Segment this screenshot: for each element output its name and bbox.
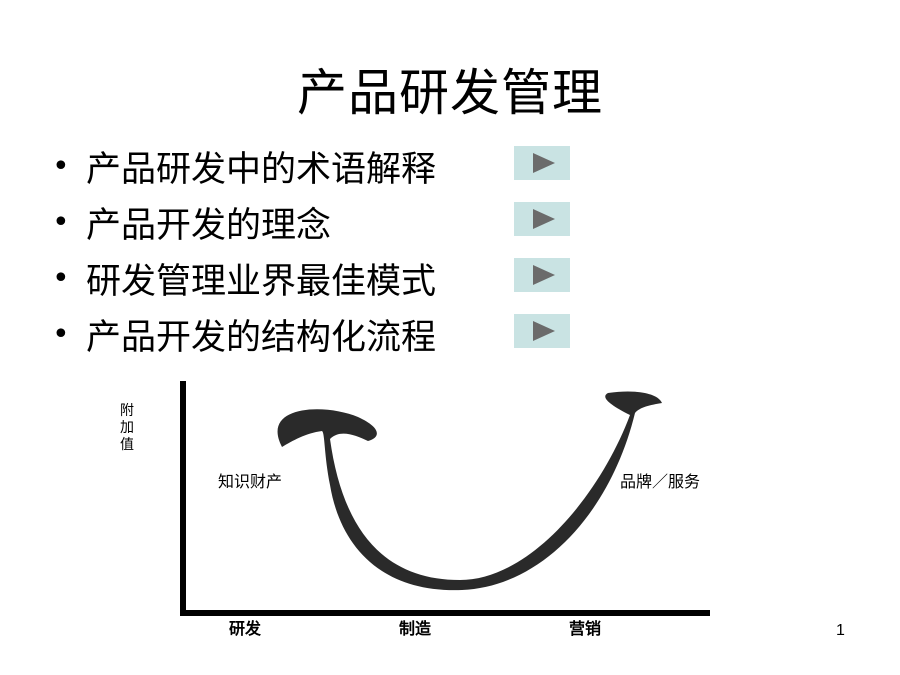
bullet-text: 产品开发的理念 <box>86 205 332 246</box>
play-icon <box>533 265 555 285</box>
x-label-manufacturing: 制造 <box>399 619 432 638</box>
left-label: 知识财产 <box>218 472 282 491</box>
bullet-text: 产品开发的结构化流程 <box>86 317 437 358</box>
play-button[interactable] <box>514 146 570 180</box>
play-icon <box>533 209 555 229</box>
x-label-rd: 研发 <box>229 619 262 638</box>
smile-curve-diagram: 附 加 值 知识财产 品牌／服务 研发 制造 营销 <box>120 381 710 638</box>
right-label: 品牌／服务 <box>620 472 700 491</box>
smile-curve <box>277 391 662 591</box>
x-axis <box>180 610 710 616</box>
bullet-dot: • <box>52 148 70 184</box>
list-item: • 产品开发的理念 <box>52 194 572 250</box>
bullet-dot: • <box>52 316 70 352</box>
y-axis-label-char: 加 <box>120 420 134 436</box>
bullet-dot: • <box>52 204 70 240</box>
y-axis <box>180 381 186 616</box>
y-axis-label-char: 附 <box>120 403 134 419</box>
play-button[interactable] <box>514 314 570 348</box>
play-icon <box>533 153 555 173</box>
bullet-text: 研发管理业界最佳模式 <box>86 261 437 302</box>
list-item: • 产品开发的结构化流程 <box>52 306 572 362</box>
play-button[interactable] <box>514 202 570 236</box>
list-item: • 研发管理业界最佳模式 <box>52 250 572 306</box>
bullet-list: • 产品研发中的术语解释 • 产品开发的理念 • 研发管理业界最佳模式 • 产品… <box>52 138 572 362</box>
x-label-marketing: 营销 <box>569 619 601 638</box>
y-axis-label-char: 值 <box>120 437 134 453</box>
bullet-dot: • <box>52 260 70 296</box>
play-icon <box>533 321 555 341</box>
bullet-text: 产品研发中的术语解释 <box>86 149 437 190</box>
play-button[interactable] <box>514 258 570 292</box>
page-title: 产品研发管理 <box>297 64 603 122</box>
page-number: 1 <box>836 622 845 639</box>
y-axis-label: 附 加 值 <box>120 403 138 453</box>
list-item: • 产品研发中的术语解释 <box>52 138 572 194</box>
